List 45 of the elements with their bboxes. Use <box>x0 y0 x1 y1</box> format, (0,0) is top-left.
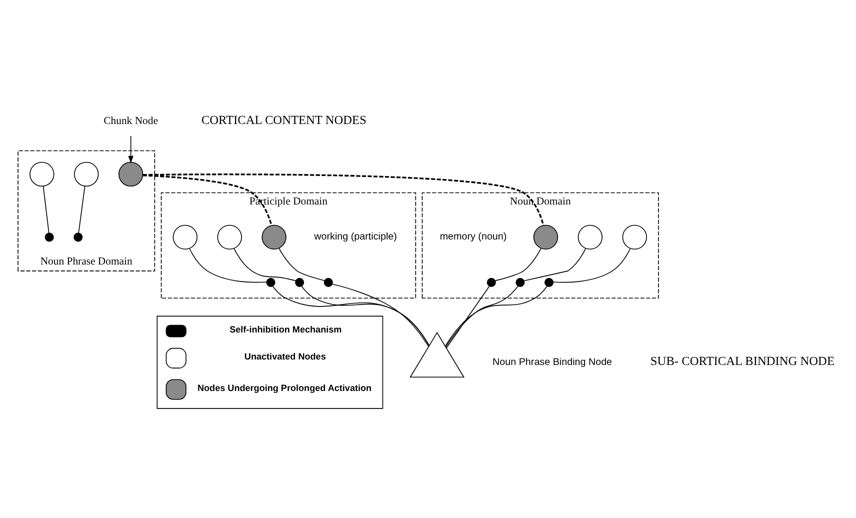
node-circle <box>172 224 198 250</box>
node-triangle <box>410 332 465 378</box>
connector <box>301 286 430 346</box>
node-hatched-circle <box>262 224 286 250</box>
node-circle <box>217 224 242 250</box>
connector <box>234 248 296 282</box>
arrow <box>128 136 134 164</box>
node-circle <box>74 162 99 187</box>
legend-label: Unactivated Nodes <box>244 352 326 362</box>
connector <box>42 186 50 234</box>
node-dot <box>266 278 276 287</box>
label: CORTICAL CONTENT NODES <box>201 112 366 127</box>
connector <box>552 248 631 283</box>
node-text: Chunk Node <box>104 114 158 127</box>
node-hatched-circle <box>118 162 144 187</box>
legend-label: Nodes Undergoing Prolonged Activation <box>198 382 372 393</box>
connector <box>142 174 544 226</box>
connector <box>445 286 518 348</box>
connector <box>189 248 268 283</box>
node-dot <box>74 232 83 242</box>
connector <box>78 186 86 234</box>
node-hatched-circle <box>533 224 558 250</box>
node-dot <box>486 278 496 287</box>
connector <box>524 248 586 282</box>
connector <box>332 284 429 347</box>
node-circle <box>30 162 54 187</box>
node-dot <box>295 278 304 287</box>
node-dot <box>44 232 54 242</box>
node-circle <box>578 224 603 250</box>
label: SUB- CORTICAL BINDING NODE <box>650 354 834 368</box>
connector <box>444 286 548 346</box>
node-dot <box>544 278 554 287</box>
node-dot <box>324 278 333 287</box>
connector <box>142 174 272 226</box>
connector <box>272 286 430 346</box>
node-label: memory (noun) <box>440 232 507 243</box>
connector <box>278 248 325 282</box>
legend-label: Self-inhibition Mechanism <box>230 324 342 335</box>
cluster: Noun Phrase Domain <box>18 150 156 272</box>
connector <box>446 286 490 348</box>
node-circle <box>622 224 647 250</box>
node-dot <box>516 278 525 287</box>
connector <box>494 248 542 282</box>
node-label: working (participle) <box>314 232 397 243</box>
node-label: Noun Phrase Binding Node <box>492 356 612 368</box>
